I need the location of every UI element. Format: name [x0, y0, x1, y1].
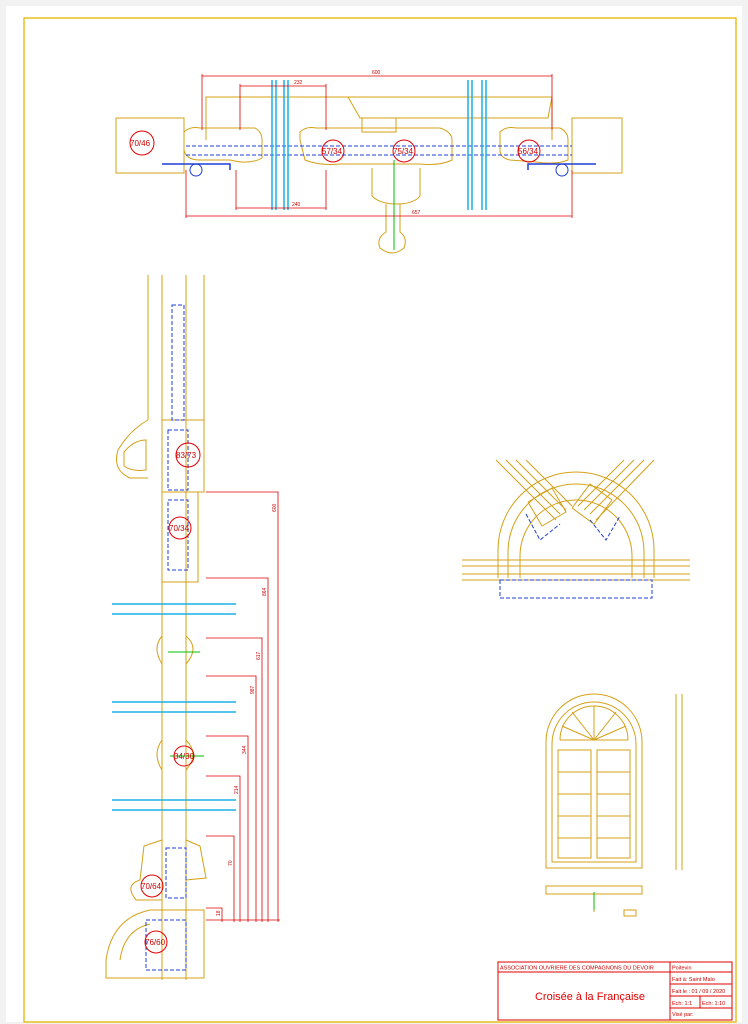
horizontal-section-plan: 600 232 240 657 70/46 57/34 75/34 56/34 [115, 70, 623, 254]
sec-dim-4: 987 [250, 685, 256, 694]
section-dimensions [206, 491, 280, 922]
drawing-place: Fait à: Saint Malo [672, 977, 715, 983]
right-hinge [555, 163, 569, 177]
scale-1: Ech: 1:1 [672, 1001, 692, 1007]
plan-dimensions [185, 74, 573, 218]
center-block [361, 117, 397, 133]
arch-outline [462, 459, 690, 581]
glass-panes-plan [271, 80, 487, 210]
section-accents [168, 651, 204, 757]
center-mullion-profile [299, 127, 453, 165]
left-jamb-profile [183, 127, 263, 163]
window-elevation [545, 693, 683, 917]
sec-dim-7: 70 [228, 860, 234, 866]
espagnolette-handle [378, 204, 406, 254]
section-callouts [140, 442, 201, 954]
plan-label-4: 56/34 [518, 147, 539, 156]
section-hidden-lines [145, 304, 189, 971]
title-block-frame [497, 961, 733, 1021]
espagnolette-body [371, 168, 421, 205]
dim-bottom-inner: 240 [292, 202, 301, 208]
section-label-5: 76/60 [145, 938, 166, 947]
sec-dim-2: 864 [262, 587, 268, 596]
association-name: ASSOCIATION OUVRIERE DES COMPAGNONS DU D… [500, 966, 654, 972]
drawing-date: Fait le : 01 / 09 / 2020 [672, 989, 725, 995]
sec-dim-3: 617 [256, 651, 262, 660]
right-hardware [527, 163, 596, 170]
section-label-2: 70/34 [169, 524, 190, 533]
elevation-outline [545, 693, 683, 917]
sec-dim-6: 214 [234, 785, 240, 794]
sec-dim-8: 18 [216, 910, 222, 916]
vertical-section: 600 864 617 987 344 214 70 18 83/73 70/3… [105, 275, 280, 980]
left-hinge [189, 163, 203, 177]
visa: Visé par: [672, 1012, 694, 1018]
sheet-frame [23, 17, 737, 1023]
author-name: Poitevin [672, 966, 692, 972]
arch-hidden-lines [499, 513, 653, 599]
dim-top-inner: 232 [294, 80, 303, 86]
plan-label-3: 75/34 [393, 147, 414, 156]
dim-top-overall: 600 [372, 70, 381, 76]
plan-label-1: 70/46 [130, 139, 151, 148]
plan-callouts [129, 130, 541, 163]
arch-detail [462, 459, 690, 599]
section-label-4: 70/64 [141, 882, 162, 891]
title-block [497, 961, 733, 1021]
sec-dim-5: 344 [242, 745, 248, 754]
section-label-1: 83/73 [176, 451, 197, 460]
glass-bars-section [112, 603, 236, 811]
paper [6, 6, 742, 1022]
drawing-title: Croisée à la Française [535, 991, 645, 1003]
sec-dim-1: 600 [272, 503, 278, 512]
left-hardware [162, 163, 231, 170]
dim-bottom-overall: 657 [412, 210, 421, 216]
right-jamb-profile [499, 127, 569, 164]
section-label-3: 34/30 [174, 752, 195, 761]
section-outline [105, 275, 207, 980]
plan-label-2: 57/34 [322, 147, 343, 156]
scale-2: Ech: 1:10 [702, 1001, 725, 1007]
